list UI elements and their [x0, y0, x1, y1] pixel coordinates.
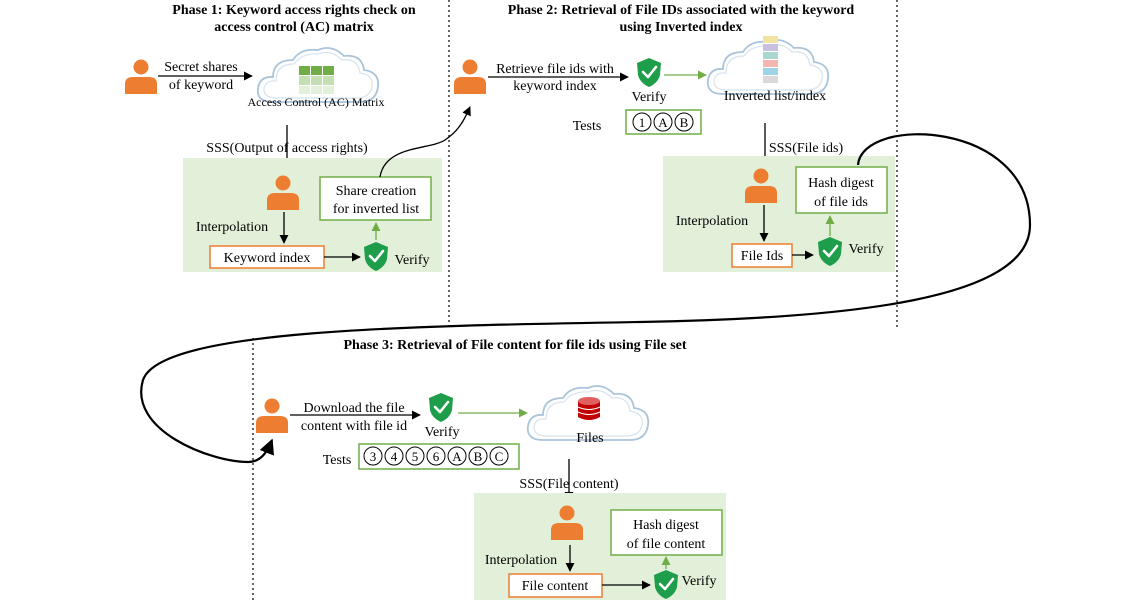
matrix-grid-icon — [299, 66, 334, 94]
phase3-test-item: 5 — [412, 449, 419, 464]
hash-file-content-box — [610, 509, 723, 556]
phase3-user-person-icon — [256, 398, 288, 433]
phase1-sss-label: SSS(Output of access rights) — [206, 141, 368, 156]
phase3-verify-label: Verify — [425, 425, 460, 440]
phase3-test-circle — [468, 446, 488, 466]
phase1-title-line2: access control (AC) matrix — [214, 20, 374, 35]
phase1-title-line1: Phase 1: Keyword access rights check on — [172, 3, 416, 18]
phase2-test-circle — [653, 112, 673, 132]
hash-file-ids-line1: Hash digest — [808, 176, 874, 191]
phase2-title-line1: Phase 2: Retrieval of File IDs associate… — [508, 3, 855, 18]
phase2-verify-shield-icon — [635, 56, 663, 89]
phase2-test-circle — [674, 112, 694, 132]
share-creation-box — [319, 176, 432, 221]
phase3-test-item: 4 — [391, 449, 398, 464]
phase2-verify2-label: Verify — [849, 242, 884, 257]
phase1-verify-label: Verify — [395, 253, 430, 268]
ac-matrix-label: Access Control (AC) Matrix — [248, 95, 385, 109]
phase2-tests-items: 1 A B — [632, 112, 694, 132]
phase3-verify-shield-icon — [427, 391, 455, 424]
phase1-to-phase2-connector — [379, 106, 471, 178]
phase2-verify-label: Verify — [632, 90, 667, 105]
phase3-test-item: A — [452, 449, 462, 464]
share-creation-line2: for inverted list — [333, 202, 419, 217]
phase2-tests-label: Tests — [573, 119, 602, 134]
phase2-to-phase3-loop-connector — [140, 133, 1032, 464]
phase2-test-item: A — [658, 115, 668, 130]
phase2-title-line2: using Inverted index — [620, 20, 743, 35]
phase3-sss-label: SSS(File content) — [519, 477, 619, 492]
phase3-test-item: 6 — [433, 449, 440, 464]
share-creation-line1: Share creation — [336, 184, 416, 199]
phase2-test-item: B — [680, 115, 689, 130]
phase3-tests-items: 3 4 5 6 A B C — [363, 446, 509, 466]
phase2-test-circle — [632, 112, 652, 132]
files-label: Files — [576, 431, 603, 446]
phase1-user-person-icon — [125, 59, 157, 94]
phase2-interpolation: Interpolation — [676, 214, 748, 229]
file-content-label: File content — [522, 579, 589, 594]
file-ids-label: File Ids — [741, 249, 783, 264]
phase3-interpolation: Interpolation — [485, 553, 557, 568]
phase3-test-item: C — [495, 449, 504, 464]
phase3-test-circle — [489, 446, 509, 466]
phase3-verify2-label: Verify — [682, 574, 717, 589]
phase3-download-line2: content with file id — [301, 419, 407, 434]
phase1-secret-shares-line2: of keyword — [169, 78, 233, 93]
phase3-test-circle — [384, 446, 404, 466]
index-stack-icon — [763, 36, 778, 83]
keyword-index-label: Keyword index — [224, 251, 311, 266]
phase2-user-person-icon — [454, 59, 486, 94]
phase3-download-line1: Download the file — [303, 401, 404, 416]
phase3-test-item: B — [474, 449, 483, 464]
database-icon — [577, 397, 601, 420]
hash-file-content-line2: of file content — [627, 537, 706, 552]
phase3-test-circle — [426, 446, 446, 466]
phase1-interpolation: Interpolation — [196, 220, 268, 235]
phase3-test-item: 3 — [370, 449, 377, 464]
phase2-sss-label: SSS(File ids) — [769, 141, 844, 156]
phase2-retrieve-line1: Retrieve file ids with — [496, 62, 614, 77]
phase2-retrieve-line2: keyword index — [513, 79, 597, 94]
phase1-secret-shares-line1: Secret shares — [164, 60, 237, 75]
phase3-test-circle — [363, 446, 383, 466]
hash-file-ids-box — [795, 166, 888, 214]
hash-file-ids-line2: of file ids — [814, 195, 868, 210]
phase2-test-item: 1 — [639, 115, 646, 130]
phase3-title: Phase 3: Retrieval of File content for f… — [343, 338, 686, 353]
phase3-test-circle — [405, 446, 425, 466]
hash-file-content-line1: Hash digest — [633, 518, 699, 533]
inverted-index-label: Inverted list/index — [724, 89, 826, 104]
phase3-test-circle — [447, 446, 467, 466]
phase3-tests-label: Tests — [323, 453, 352, 468]
